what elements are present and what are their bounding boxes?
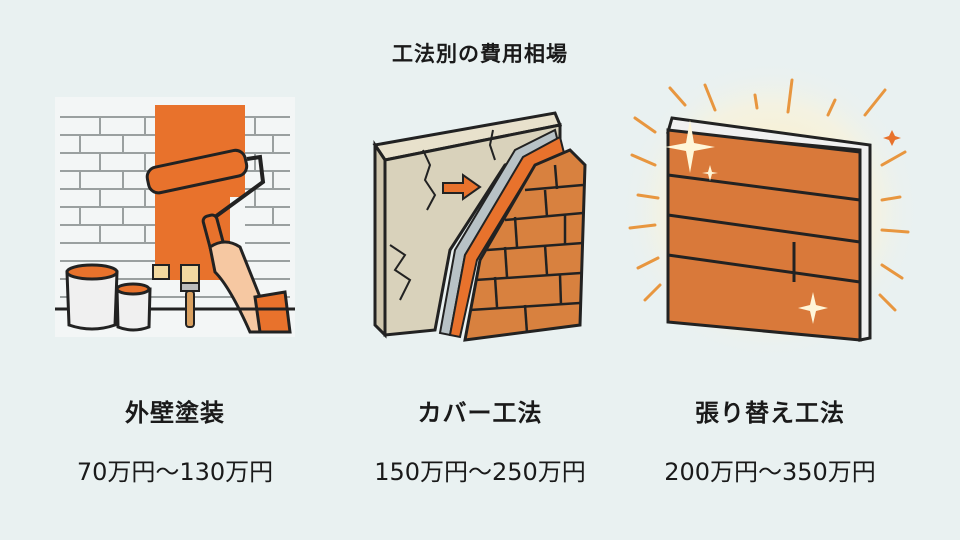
method-card-painting: 外壁塗装 70万円〜130万円 [25, 0, 325, 540]
wall-cover-layers-icon [372, 111, 587, 342]
method-name: 張り替え工法 [695, 399, 845, 427]
new-wood-siding-icon [620, 60, 920, 360]
method-price: 150万円〜250万円 [374, 458, 586, 486]
method-name: 外壁塗装 [125, 399, 225, 427]
method-card-replacement: 張り替え工法 200万円〜350万円 [620, 0, 920, 540]
method-price: 200万円〜350万円 [664, 458, 876, 486]
paint-roller-brick-wall-icon [55, 97, 295, 337]
page-title: 工法別の費用相場 [392, 42, 568, 66]
method-card-cover: カバー工法 150万円〜250万円 [330, 0, 630, 540]
method-price: 70万円〜130万円 [76, 458, 274, 486]
method-name: カバー工法 [417, 399, 543, 427]
